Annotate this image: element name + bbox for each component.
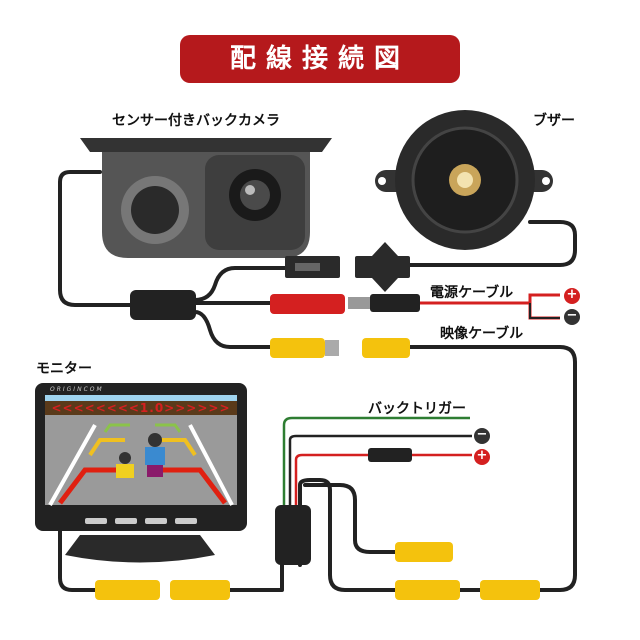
page-title: 配線接続図: [180, 35, 460, 83]
monitor-label: モニター: [36, 361, 92, 377]
back-camera: [80, 138, 332, 258]
camera-label: センサー付きバックカメラ: [112, 113, 280, 129]
trigger-rca: [395, 542, 453, 562]
power-plug-dc: [348, 294, 420, 312]
buzzer-connector-male: [285, 256, 340, 278]
inline-fuse: [368, 448, 412, 462]
monitor-brand: ORIGINCOM: [50, 386, 104, 393]
monitor: [35, 383, 247, 563]
minus-terminal-power: [564, 309, 580, 325]
minus-sign-trigger: −: [476, 427, 488, 442]
video-rca-female: [270, 338, 325, 358]
buzzer-connector-female: [355, 242, 410, 292]
power-cable-label: 電源ケーブル: [430, 285, 514, 301]
power-connector-red: [270, 294, 345, 314]
back-trigger-label: バックトリガー: [368, 401, 466, 417]
trigger-box-rca: [395, 580, 460, 600]
video-lead: [193, 310, 272, 349]
plus-sign-power: +: [566, 287, 578, 302]
minus-sign-power: −: [566, 308, 578, 323]
monitor-rca-cable: [228, 563, 284, 592]
monitor-rca-male: [170, 580, 230, 600]
camera-cable: [58, 170, 132, 307]
trigger-wire-red: [294, 453, 472, 505]
buzzer-lead: [193, 266, 287, 302]
buzzer: [375, 110, 553, 250]
trigger-rca-cable: [303, 483, 397, 554]
trigger-wire-green: [282, 416, 470, 505]
minus-terminal-trigger: [474, 428, 490, 444]
trigger-box: [275, 505, 311, 565]
monitor-cable: [58, 528, 97, 592]
trigger-wire-black: [288, 434, 472, 505]
rca-tip: [325, 340, 339, 356]
cables: [58, 170, 577, 592]
power-wire-black: [529, 303, 560, 319]
cable-splitter: [130, 290, 196, 320]
monitor-rca-female: [95, 580, 160, 600]
distance-readout: <<<<<<<<1.0>>>>>>: [51, 401, 231, 415]
video-cable-right: [408, 345, 577, 592]
trigger-box-cable: [298, 478, 397, 592]
video-rca-end: [480, 580, 540, 600]
video-cable-label: 映像ケーブル: [440, 326, 524, 342]
video-rca-male: [362, 338, 410, 358]
plus-terminal-trigger: [474, 449, 490, 465]
plus-sign-trigger: +: [476, 448, 488, 463]
buzzer-cable: [408, 220, 577, 267]
buzzer-label: ブザー: [533, 113, 575, 129]
plus-terminal-power: [564, 288, 580, 304]
